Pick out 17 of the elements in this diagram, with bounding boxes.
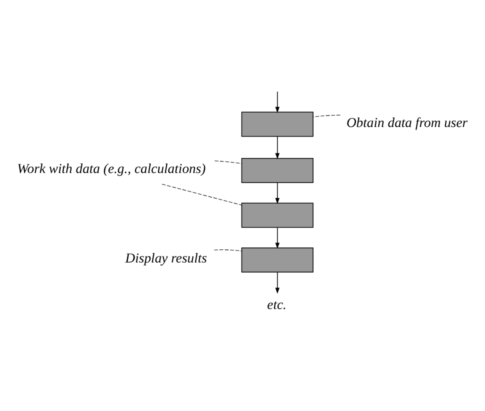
node-box [241,248,314,273]
arrow [275,182,280,204]
node-box [241,202,314,228]
node-box [241,112,314,137]
node-text: Obtain data from user [346,114,468,130]
connector [162,184,242,206]
connector [214,160,242,164]
node-box [241,158,314,183]
arrow [275,272,280,294]
node-text: etc. [267,296,286,312]
arrow [275,136,280,160]
node-text: Work with data (e.g., calculations) [17,161,206,176]
arrow [275,227,280,249]
node-text: Display results [125,250,207,266]
arrow [275,91,280,113]
connector [312,114,341,118]
connector [214,250,242,252]
